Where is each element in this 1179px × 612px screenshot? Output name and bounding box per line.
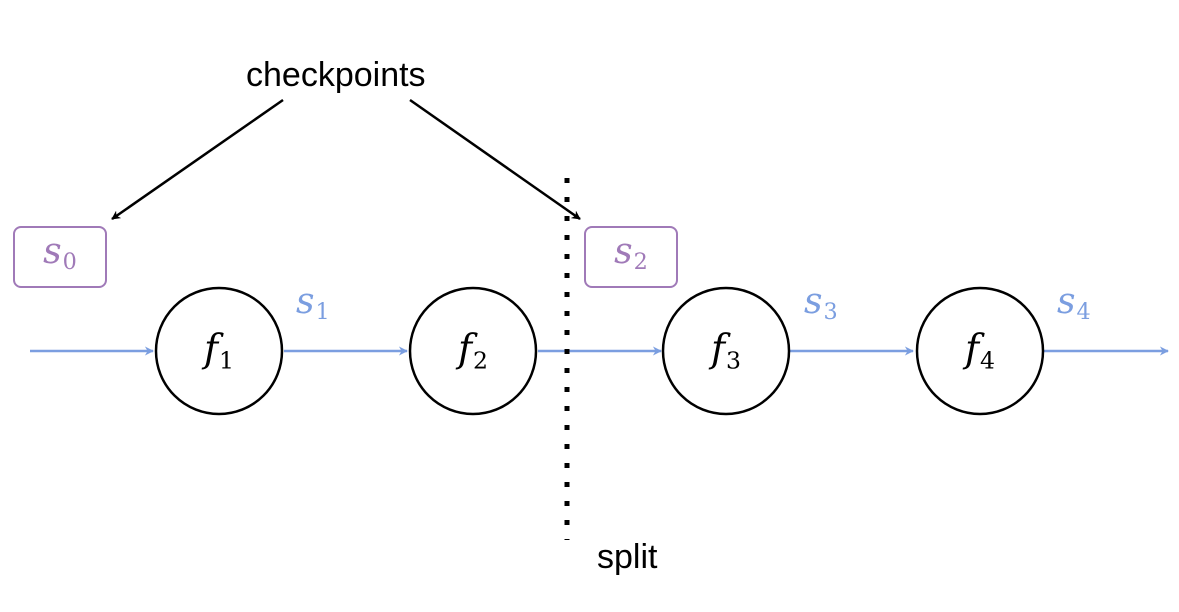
function-node-f3 xyxy=(661,286,791,416)
checkpoint-s2-label: s2 xyxy=(614,231,648,276)
function-f2-label: f2 xyxy=(457,326,489,375)
state-s4-label: s4 xyxy=(1057,281,1091,326)
checkpoint-arrow-s0 xyxy=(111,98,284,221)
checkpoint-box-s0: s0 xyxy=(13,226,107,288)
function-node-f4 xyxy=(915,286,1045,416)
state-s3-label: s3 xyxy=(804,281,838,326)
checkpoint-box-s2: s2 xyxy=(584,226,678,288)
split-label: split xyxy=(597,538,658,576)
checkpoints-label: checkpoints xyxy=(246,56,426,94)
checkpoint-s0-label: s0 xyxy=(43,231,77,276)
function-f3-label: f3 xyxy=(710,326,742,375)
checkpoint-arrow-s2 xyxy=(409,98,581,221)
function-f4-label: f4 xyxy=(964,326,996,375)
function-f1-label: f1 xyxy=(203,326,235,375)
function-node-f1 xyxy=(154,286,284,416)
state-s1-label: s1 xyxy=(296,281,330,326)
function-node-f2 xyxy=(408,286,538,416)
